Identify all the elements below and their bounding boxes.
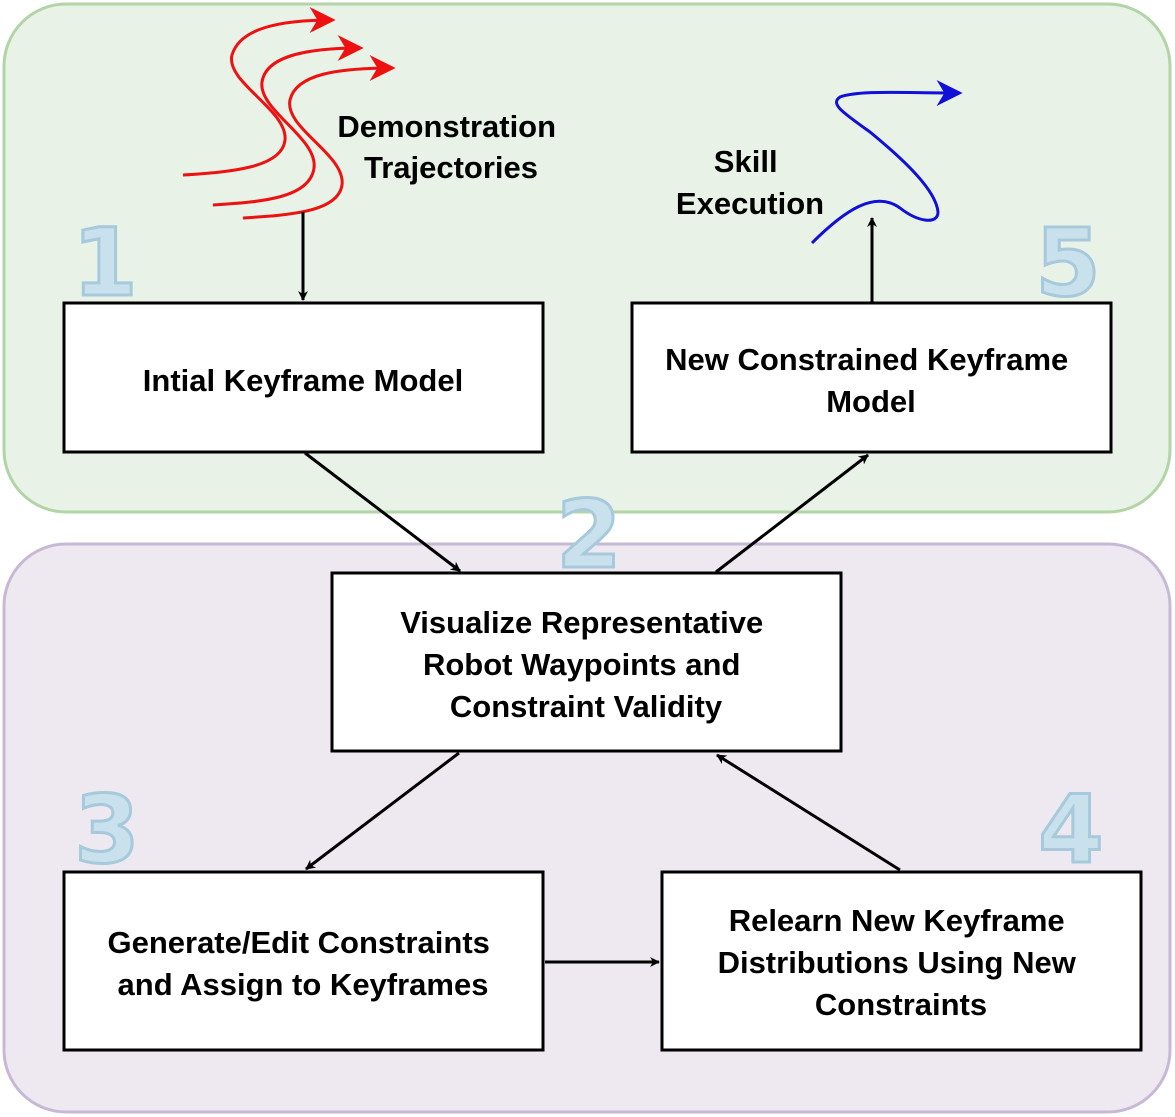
demonstration-trajectories-icon (182, 7, 396, 220)
new-constrained-keyframe-model-line-1: New Constrained Keyframe (665, 342, 1068, 377)
step-number-1: 1 (72, 209, 137, 318)
new-constrained-keyframe-model-box (630, 301, 1113, 454)
relearn-distributions-line-1: Relearn New Keyframe (729, 903, 1065, 938)
relearn-distributions-line-2: Distributions Using New (718, 945, 1077, 980)
visualize-waypoints-box (330, 571, 843, 753)
initial-keyframe-model-text: Intial Keyframe Model (143, 363, 463, 398)
skill-execution-label-line-1: Skill (714, 144, 778, 179)
new-constrained-keyframe-model-line-2: Model (826, 384, 916, 419)
arrow-relearn-to-visualize (716, 753, 901, 872)
demonstration-label: Demonstration Trajectories (337, 109, 564, 185)
relearn-distributions-text: Relearn New Keyframe Distributions Using… (718, 903, 1085, 1022)
step-number-4: 4 (1038, 776, 1103, 885)
arrow-initial-to-visualize (304, 451, 461, 573)
arrow-visualize-to-generate (305, 751, 460, 871)
visualize-waypoints-line-2: Robot Waypoints and (423, 647, 740, 682)
arrow-visualize-to-constrained (715, 453, 869, 574)
demonstration-label-line-2: Trajectories (364, 150, 538, 185)
demonstration-label-line-1: Demonstration (337, 109, 556, 144)
generate-edit-constraints-line-2: and Assign to Keyframes (118, 967, 489, 1002)
new-constrained-keyframe-model-text: New Constrained Keyframe Model (665, 342, 1077, 419)
skill-execution-label-line-2: Execution (676, 186, 824, 221)
visualize-waypoints-text: Visualize Representative Robot Waypoints… (400, 605, 772, 724)
step-number-5: 5 (1035, 209, 1100, 318)
generate-edit-constraints-box (62, 870, 545, 1052)
visualize-waypoints-line-3: Constraint Validity (450, 689, 723, 724)
skill-execution-trajectory-icon (810, 79, 963, 245)
generate-edit-constraints-text: Generate/Edit Constraints and Assign to … (107, 925, 498, 1002)
initial-keyframe-model-box (62, 301, 545, 454)
initial-keyframe-model-line-1: Intial Keyframe Model (143, 363, 463, 398)
generate-edit-constraints-line-1: Generate/Edit Constraints (107, 925, 489, 960)
step-number-3: 3 (74, 776, 139, 885)
visualize-waypoints-line-1: Visualize Representative (400, 605, 763, 640)
relearn-distributions-box (660, 870, 1143, 1052)
relearn-distributions-line-3: Constraints (815, 987, 987, 1022)
skill-execution-label: Skill Execution (676, 144, 824, 221)
